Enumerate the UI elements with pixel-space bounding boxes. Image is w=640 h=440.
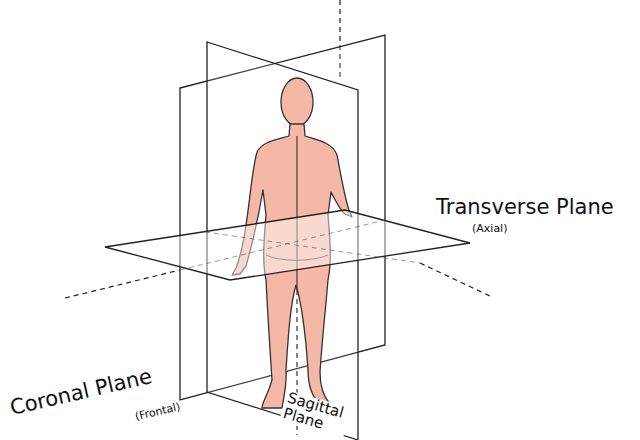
axis-line — [65, 270, 180, 298]
axis-line — [420, 263, 492, 297]
transverse-plane — [105, 210, 470, 280]
plane-alias: (Frontal) — [132, 401, 184, 424]
plane-name: Transverse Plane — [434, 196, 616, 218]
axis-line — [205, 232, 420, 263]
plane-alias: (Axial) — [470, 223, 509, 235]
axis-line — [180, 220, 385, 270]
